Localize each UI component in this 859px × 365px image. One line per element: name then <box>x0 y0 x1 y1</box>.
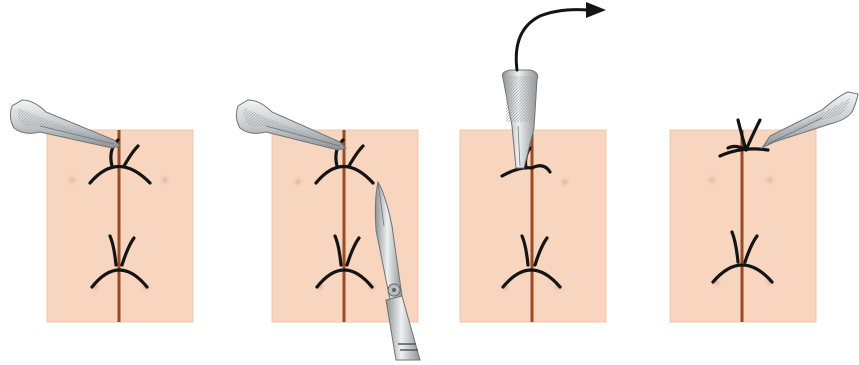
panel-2 <box>236 100 420 360</box>
curved-arrow-icon <box>516 2 606 70</box>
puncture-mark <box>763 173 777 187</box>
puncture-mark <box>558 175 572 189</box>
puncture-mark <box>158 173 172 187</box>
puncture-mark <box>65 173 79 187</box>
panel-3 <box>460 2 606 322</box>
puncture-mark <box>291 175 305 189</box>
puncture-mark <box>705 173 719 187</box>
panel-1 <box>10 100 193 322</box>
panel-4 <box>670 92 858 322</box>
